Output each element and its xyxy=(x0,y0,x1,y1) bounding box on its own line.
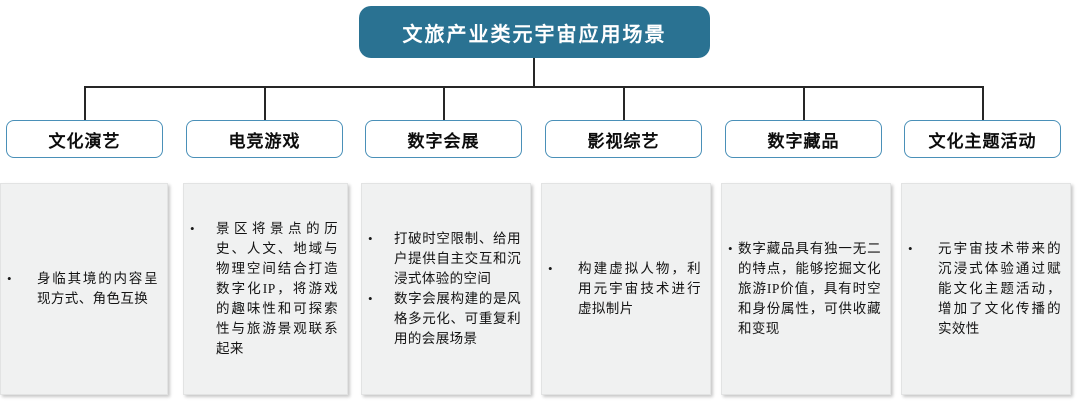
branch-header-label-2: 电竞游戏 xyxy=(228,131,301,151)
bullet-icon: • xyxy=(368,231,373,246)
branch-content-1: • 身临其境的内容呈现方式、角色互换 xyxy=(0,183,168,395)
bullet-text: 元宇宙技术带来的沉浸式体验通过赋能文化主题活动，增加了文化传播的实效性 xyxy=(938,241,1061,336)
list-item: • 打破时空限制、给用户提供自主交互和沉浸式体验的空间 xyxy=(368,229,521,289)
root-node-title: 文旅产业类元宇宙应用场景 xyxy=(402,23,667,46)
root-node: 文旅产业类元宇宙应用场景 xyxy=(359,6,710,58)
branch-header-label-1: 文化演艺 xyxy=(48,131,121,151)
list-item: • 数字藏品具有独一无二的特点，能够挖掘文化旅游IP价值，具有时空和身份属性，可… xyxy=(728,239,881,339)
bullet-text: 构建虚拟人物，利用元宇宙技术进行虚拟制片 xyxy=(578,261,701,316)
connector-drop-1 xyxy=(84,86,86,120)
list-item: • 构建虚拟人物，利用元宇宙技术进行虚拟制片 xyxy=(548,259,701,319)
branch-header-label-6: 文化主题活动 xyxy=(928,131,1037,151)
branch-header-2[interactable]: 电竞游戏 xyxy=(186,120,343,158)
branch-content-3: • 打破时空限制、给用户提供自主交互和沉浸式体验的空间 • 数字会展构建的是风格… xyxy=(361,183,531,395)
list-item: • 景区将景点的历史、人文、地域与物理空间结合打造数字化IP，将游戏的趣味性和可… xyxy=(190,219,338,359)
bullet-text: 打破时空限制、给用户提供自主交互和沉浸式体验的空间 xyxy=(394,231,521,286)
branch-header-3[interactable]: 数字会展 xyxy=(365,120,522,158)
connector-drop-6 xyxy=(982,86,984,120)
branch-content-2: • 景区将景点的历史、人文、地域与物理空间结合打造数字化IP，将游戏的趣味性和可… xyxy=(183,183,348,395)
connector-drop-2 xyxy=(264,86,266,120)
bullet-icon: • xyxy=(368,291,373,306)
branch-content-4: • 构建虚拟人物，利用元宇宙技术进行虚拟制片 xyxy=(541,183,711,395)
connector-drop-5 xyxy=(803,86,805,120)
connector-horizontal-bus xyxy=(84,86,984,88)
list-item: • 元宇宙技术带来的沉浸式体验通过赋能文化主题活动，增加了文化传播的实效性 xyxy=(908,239,1061,339)
connector-drop-4 xyxy=(623,86,625,120)
branch-header-label-3: 数字会展 xyxy=(407,131,480,151)
connector-drop-3 xyxy=(443,86,445,120)
bullet-text: 数字藏品具有独一无二的特点，能够挖掘文化旅游IP价值，具有时空和身份属性，可供收… xyxy=(738,241,881,336)
bullet-icon: • xyxy=(908,241,913,256)
bullet-icon: • xyxy=(548,261,553,276)
bullet-icon: • xyxy=(728,241,733,256)
bullet-text: 景区将景点的历史、人文、地域与物理空间结合打造数字化IP，将游戏的趣味性和可探索… xyxy=(216,221,338,356)
branch-content-6: • 元宇宙技术带来的沉浸式体验通过赋能文化主题活动，增加了文化传播的实效性 xyxy=(901,183,1071,395)
branch-header-4[interactable]: 影视综艺 xyxy=(545,120,702,158)
branch-header-6[interactable]: 文化主题活动 xyxy=(904,120,1061,158)
list-item: • 身临其境的内容呈现方式、角色互换 xyxy=(7,269,158,309)
bullet-icon: • xyxy=(7,271,12,286)
bullet-icon: • xyxy=(190,221,195,236)
list-item: • 数字会展构建的是风格多元化、可重复利用的会展场景 xyxy=(368,289,521,349)
branch-header-label-5: 数字藏品 xyxy=(767,131,840,151)
branch-header-1[interactable]: 文化演艺 xyxy=(6,120,163,158)
bullet-text: 身临其境的内容呈现方式、角色互换 xyxy=(37,271,158,306)
bullet-text: 数字会展构建的是风格多元化、可重复利用的会展场景 xyxy=(394,291,521,346)
branch-content-5: • 数字藏品具有独一无二的特点，能够挖掘文化旅游IP价值，具有时空和身份属性，可… xyxy=(721,183,891,395)
connector-root-stem xyxy=(533,58,535,87)
branch-header-label-4: 影视综艺 xyxy=(587,131,660,151)
branch-header-5[interactable]: 数字藏品 xyxy=(725,120,882,158)
